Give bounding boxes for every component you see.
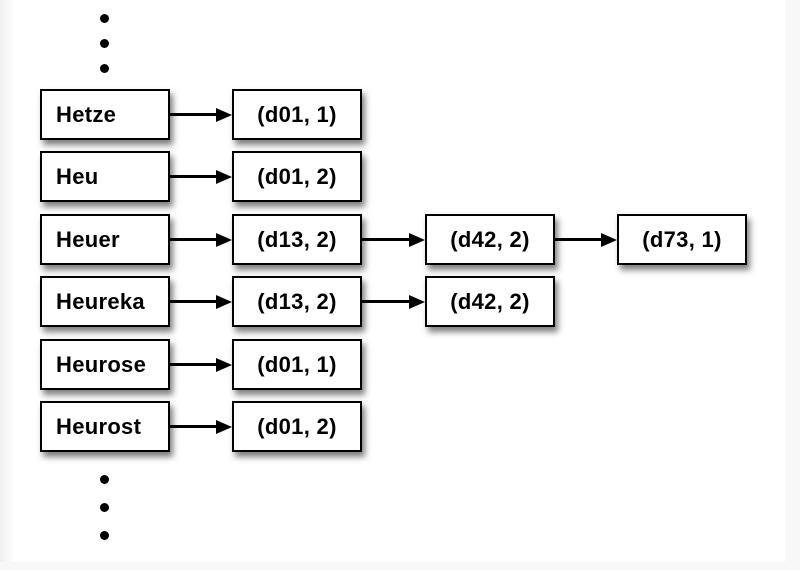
term-label: Heurost — [56, 413, 142, 439]
arrow-line — [170, 363, 218, 366]
term-box-heurost: Heurost — [40, 401, 170, 452]
arrow-line — [170, 175, 218, 178]
arrow-right-icon — [555, 232, 617, 247]
posting-label: (d01, 1) — [257, 351, 337, 377]
arrow-right-icon — [170, 294, 232, 309]
posting-label: (d13, 2) — [257, 288, 337, 314]
arrow-head-icon — [409, 294, 425, 309]
arrow-line — [170, 238, 218, 241]
arrow-head-icon — [601, 232, 617, 247]
term-label: Heureka — [56, 288, 145, 314]
posting-box: (d01, 2) — [232, 151, 362, 202]
arrow-head-icon — [216, 294, 232, 309]
posting-label: (d42, 2) — [450, 288, 530, 314]
posting-box: (d42, 2) — [425, 276, 555, 327]
arrow-right-icon — [170, 419, 232, 434]
arrow-head-icon — [216, 169, 232, 184]
ellipsis-bottom-dot-icon — [99, 530, 109, 540]
ellipsis-bottom-dot-icon — [99, 474, 109, 484]
posting-label: (d73, 1) — [642, 226, 722, 252]
arrow-head-icon — [216, 419, 232, 434]
term-box-hetze: Hetze — [40, 89, 170, 140]
posting-box: (d42, 2) — [425, 214, 555, 265]
term-box-heu: Heu — [40, 151, 170, 202]
ellipsis-bottom-dot-icon — [99, 502, 109, 512]
posting-box: (d01, 1) — [232, 339, 362, 390]
arrow-right-icon — [170, 232, 232, 247]
arrow-head-icon — [409, 232, 425, 247]
posting-label: (d01, 2) — [257, 413, 337, 439]
term-label: Heurose — [56, 351, 147, 377]
arrow-line — [555, 238, 603, 241]
arrow-head-icon — [216, 232, 232, 247]
arrow-head-icon — [216, 357, 232, 372]
term-label: Heu — [56, 163, 99, 189]
posting-box: (d01, 1) — [232, 89, 362, 140]
posting-label: (d42, 2) — [450, 226, 530, 252]
arrow-line — [170, 113, 218, 116]
posting-box: (d13, 2) — [232, 214, 362, 265]
arrow-right-icon — [170, 169, 232, 184]
diagram-canvas: Hetze (d01, 1) Heu (d01, 2) Heuer (d13, … — [0, 0, 747, 562]
posting-label: (d01, 2) — [257, 163, 337, 189]
posting-box: (d01, 2) — [232, 401, 362, 452]
term-box-heureka: Heureka — [40, 276, 170, 327]
arrow-right-icon — [362, 232, 425, 247]
posting-label: (d13, 2) — [257, 226, 337, 252]
term-label: Hetze — [56, 101, 117, 127]
arrow-right-icon — [170, 357, 232, 372]
term-box-heuer: Heuer — [40, 214, 170, 265]
posting-box: (d13, 2) — [232, 276, 362, 327]
ellipsis-top-dot-icon — [99, 63, 109, 73]
arrow-right-icon — [170, 107, 232, 122]
arrow-line — [170, 300, 218, 303]
left-edge-shading — [0, 0, 15, 562]
arrow-right-icon — [362, 294, 425, 309]
arrow-line — [170, 425, 218, 428]
arrow-line — [362, 300, 411, 303]
posting-box: (d73, 1) — [617, 214, 747, 265]
arrow-line — [362, 238, 411, 241]
posting-label: (d01, 1) — [257, 101, 337, 127]
ellipsis-top-dot-icon — [99, 13, 109, 23]
term-label: Heuer — [56, 226, 120, 252]
ellipsis-top-dot-icon — [99, 38, 109, 48]
term-box-heurose: Heurose — [40, 339, 170, 390]
arrow-head-icon — [216, 107, 232, 122]
